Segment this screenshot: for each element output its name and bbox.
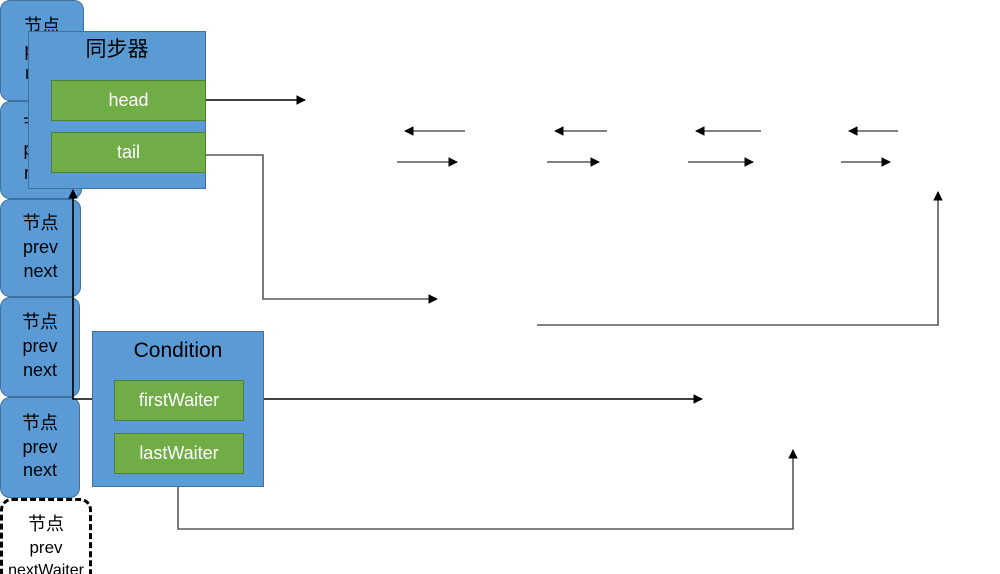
sync-field-head[interactable]: head (51, 80, 206, 121)
condition-group-box[interactable]: Condition firstWaiter lastWaiter (92, 331, 264, 487)
dashed-waiter-node[interactable]: 节点 prev nextWaiter (0, 498, 92, 574)
queue-node-5-title: 节点 (22, 412, 58, 433)
queue-node-1-title: 节点 (24, 15, 60, 36)
condition-field-firstwaiter[interactable]: firstWaiter (114, 380, 244, 421)
queue-node-4[interactable]: 节点 prev next (0, 297, 80, 397)
queue-node-4-next: next (22, 359, 58, 380)
condition-field-lastwaiter[interactable]: lastWaiter (114, 433, 244, 474)
sync-group-box[interactable]: 同步器 head tail (28, 31, 206, 189)
arrow-tail-to-dashed-node (177, 154, 438, 304)
arrow-dashed-prev-to-node5 (537, 191, 943, 326)
queue-node-4-title: 节点 (22, 312, 58, 333)
queue-node-3-prev: prev (22, 237, 58, 258)
dashed-waiter-node-prev: prev (29, 538, 63, 558)
sync-group-title: 同步器 (85, 38, 149, 61)
queue-node-5-next: next (22, 460, 58, 481)
condition-group-title: Condition (133, 339, 223, 362)
dashed-waiter-node-nextwaiter: nextWaiter (8, 561, 84, 574)
queue-node-5-prev: prev (22, 436, 58, 457)
queue-node-3[interactable]: 节点 prev next (0, 199, 81, 297)
queue-node-3-title: 节点 (22, 213, 59, 234)
arrow-lastwaiter-to-waiter-node (177, 449, 798, 530)
queue-node-5[interactable]: 节点 prev next (0, 397, 80, 498)
queue-node-4-prev: prev (22, 336, 58, 357)
sync-field-tail[interactable]: tail (51, 132, 206, 173)
dashed-waiter-node-title: 节点 (28, 514, 64, 535)
queue-node-3-next: next (23, 260, 58, 281)
